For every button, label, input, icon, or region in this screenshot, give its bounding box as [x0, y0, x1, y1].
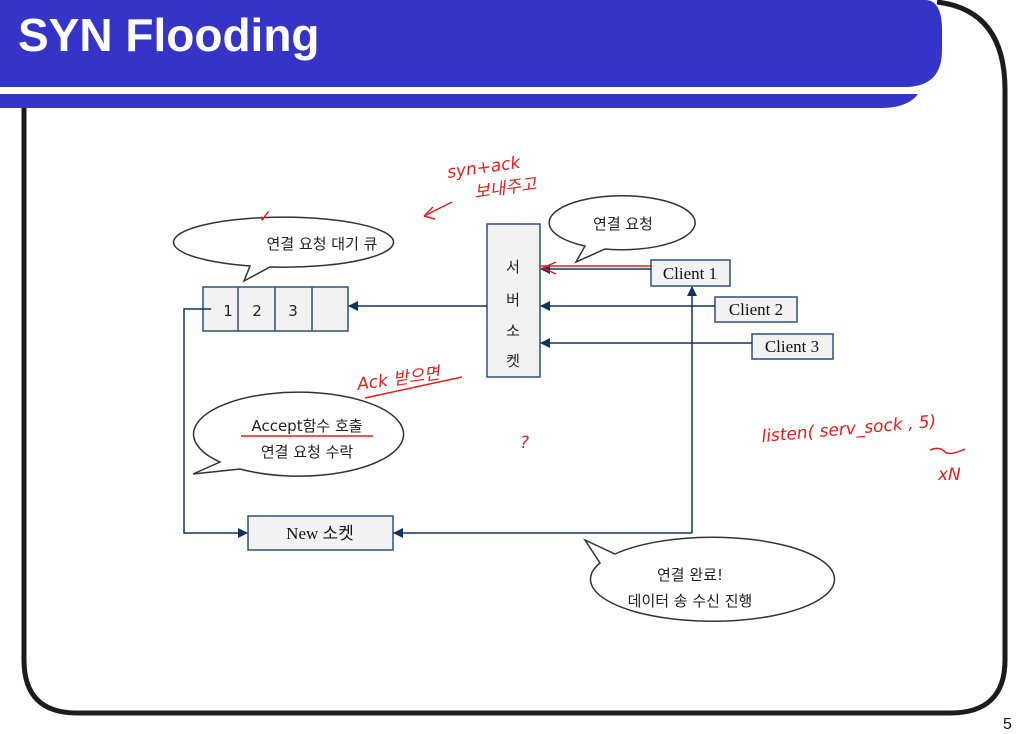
svg-text:연결 요청 수락: 연결 요청 수락 — [261, 443, 354, 461]
client-1: Client 1 — [650, 259, 731, 287]
connection-queue: 1 2 3 — [202, 286, 349, 332]
arrows — [183, 264, 752, 538]
client-3: Client 3 — [751, 333, 834, 360]
accept-bubble: Accept함수 호출 연결 요청 수락 — [192, 391, 405, 477]
page-number: 5 — [1003, 716, 1012, 733]
queue-cell: 1 — [223, 302, 233, 320]
header-underband — [0, 94, 918, 108]
svg-text:연결 요청: 연결 요청 — [593, 215, 653, 233]
slide-title: SYN Flooding — [18, 9, 320, 61]
svg-text:켓: 켓 — [506, 352, 520, 370]
svg-text:연결 완료!: 연결 완료! — [657, 566, 723, 584]
svg-text:서: 서 — [506, 258, 520, 276]
server-socket: 서 버 소 켓 — [486, 223, 541, 378]
svg-text:보내주고: 보내주고 — [473, 174, 539, 203]
svg-text:?: ? — [520, 433, 529, 453]
svg-text:연결 요청 대기 큐: 연결 요청 대기 큐 — [267, 235, 378, 253]
svg-text:Client 3: Client 3 — [765, 337, 819, 356]
queue-bubble: 연결 요청 대기 큐 — [172, 216, 395, 283]
svg-text:listen( serv_sock , 5): listen( serv_sock , 5) — [761, 412, 937, 447]
svg-text:버: 버 — [506, 291, 520, 309]
new-socket: New 소켓 — [247, 515, 394, 551]
queue-cell: 3 — [288, 302, 298, 320]
svg-text:소: 소 — [506, 322, 520, 340]
svg-text:Accept함수 호출: Accept함수 호출 — [251, 417, 362, 435]
complete-bubble: 연결 완료! 데이터 송 수신 진행 — [582, 536, 836, 622]
svg-text:New 소켓: New 소켓 — [286, 524, 354, 543]
slide-frame — [21, 0, 1008, 716]
svg-text:xN: xN — [937, 465, 961, 485]
svg-text:Client 2: Client 2 — [729, 300, 783, 319]
header-band — [0, 0, 942, 87]
client-2: Client 2 — [714, 296, 798, 323]
queue-cell: 2 — [252, 302, 262, 320]
svg-text:데이터 송 수신 진행: 데이터 송 수신 진행 — [628, 592, 753, 610]
svg-text:✓: ✓ — [258, 207, 272, 227]
svg-text:Client 1: Client 1 — [663, 264, 717, 283]
request-bubble: 연결 요청 — [548, 195, 696, 264]
